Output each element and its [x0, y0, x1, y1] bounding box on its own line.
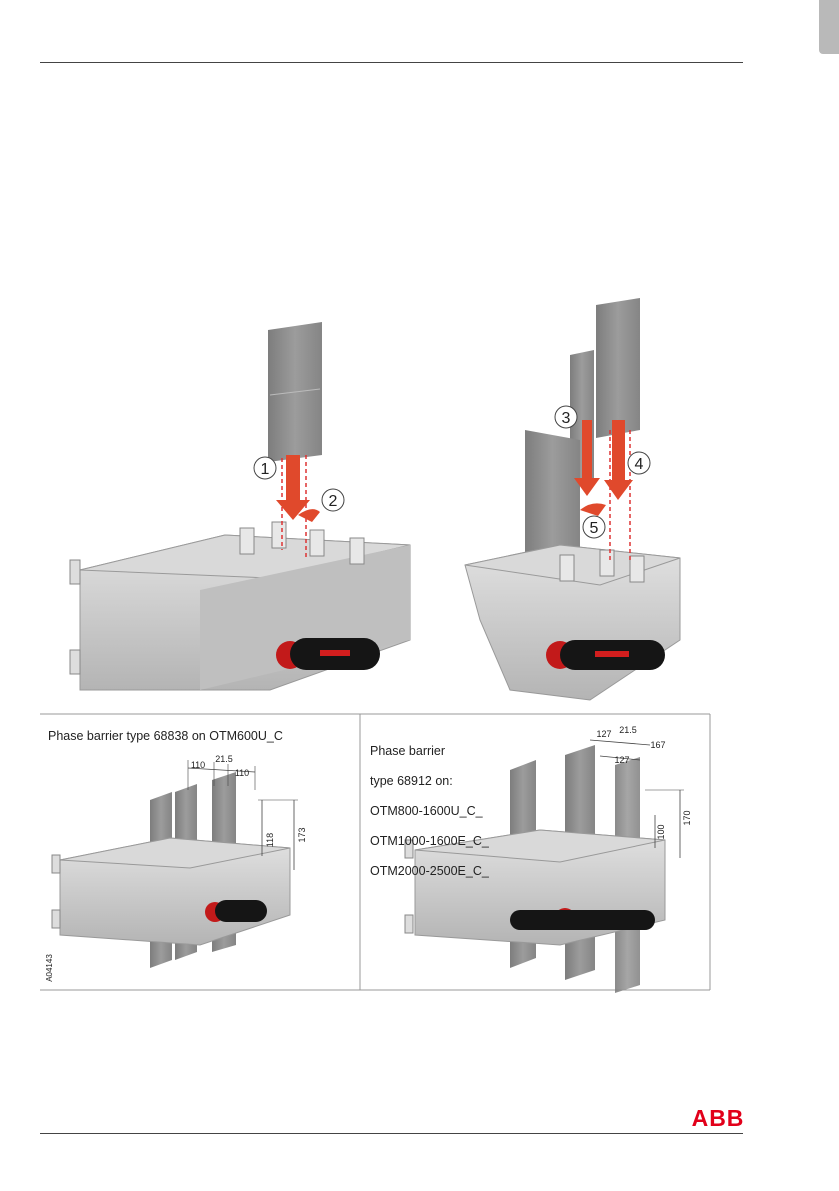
right-caption-line: Phase barrier: [370, 744, 489, 759]
svg-text:21.5: 21.5: [619, 725, 637, 735]
switch-assembly-right: 3 4 5: [465, 298, 680, 700]
svg-text:127: 127: [614, 755, 629, 765]
svg-text:127: 127: [596, 729, 611, 739]
logo-text: ABB: [692, 1105, 745, 1129]
svg-text:110: 110: [235, 768, 249, 778]
svg-text:173: 173: [297, 827, 307, 842]
right-panel-caption: Phase barrier type 68912 on: OTM800-1600…: [370, 729, 489, 894]
svg-text:170: 170: [682, 810, 692, 825]
svg-text:A04143: A04143: [45, 954, 54, 982]
svg-text:4: 4: [635, 456, 644, 473]
arrow-step-2: [298, 509, 320, 522]
arrow-step-1: [276, 455, 310, 520]
svg-text:110: 110: [191, 760, 205, 770]
svg-text:100: 100: [656, 824, 666, 839]
footer-rule: [40, 1133, 743, 1134]
left-panel-drawing: 110 21.5 110 118 173 A04143: [45, 754, 307, 982]
right-caption-line: OTM1000-1600E_C_: [370, 834, 489, 849]
arrow-step-5: [580, 503, 606, 516]
svg-text:167: 167: [650, 740, 665, 750]
svg-text:5: 5: [590, 520, 599, 537]
svg-text:2: 2: [329, 493, 338, 510]
svg-text:3: 3: [562, 410, 571, 427]
left-panel-caption: Phase barrier type 68838 on OTM600U_C: [48, 729, 283, 744]
switch-assembly-left: 1 2: [70, 322, 410, 690]
right-caption-line: OTM2000-2500E_C_: [370, 864, 489, 879]
svg-text:21.5: 21.5: [215, 754, 233, 764]
right-caption-line: OTM800-1600U_C_: [370, 804, 489, 819]
phase-barrier-plate-tall: [596, 298, 640, 438]
svg-text:1: 1: [261, 461, 270, 478]
right-caption-line: type 68912 on:: [370, 774, 489, 789]
abb-logo: ABB: [690, 1105, 746, 1129]
svg-text:118: 118: [265, 833, 275, 847]
